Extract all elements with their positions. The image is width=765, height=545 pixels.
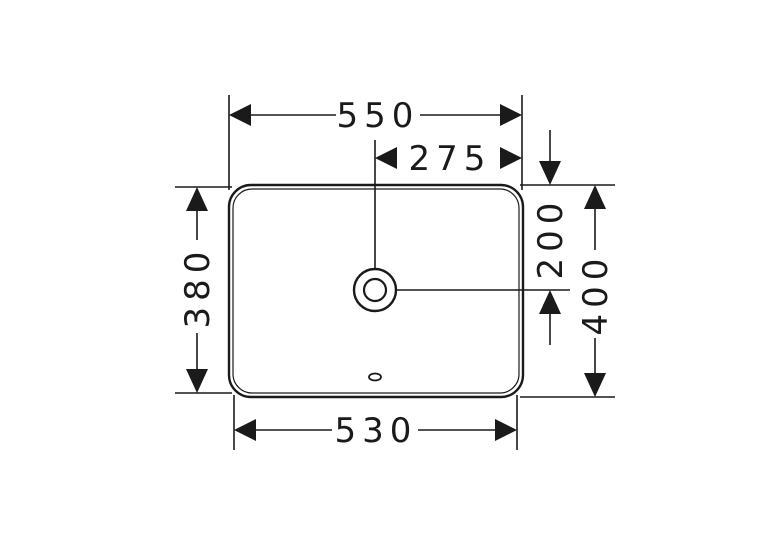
arrow-400-top (584, 185, 606, 209)
dim-label-550: 550 (337, 96, 420, 136)
dimension-top-width: 550 (229, 96, 522, 136)
arrow-200-bottom (539, 290, 561, 314)
basin (227, 183, 525, 399)
dim-label-380: 380 (178, 246, 218, 329)
arrow-400-bottom (584, 373, 606, 397)
dim-label-200: 200 (531, 197, 571, 280)
arrow-380-bottom (186, 369, 208, 393)
drain-inner-ring (362, 277, 388, 303)
dimension-drain-offset: 200 (531, 130, 571, 345)
dimension-right-depth: 400 (576, 185, 616, 397)
arrow-275-left (375, 147, 397, 169)
extension-lines (175, 95, 615, 450)
arrow-530-right (495, 419, 517, 441)
dim-label-530: 530 (335, 411, 418, 451)
dim-label-400: 400 (576, 253, 616, 336)
arrow-200-top (539, 161, 561, 185)
arrow-550-left (229, 104, 251, 126)
dimension-left-depth: 380 (178, 187, 218, 393)
overflow-slot (368, 372, 382, 382)
arrow-275-right (500, 147, 522, 169)
arrow-530-left (234, 419, 256, 441)
dim-label-275: 275 (409, 139, 492, 179)
drain-outer-ring (352, 267, 398, 313)
basin-inner-rim (232, 188, 520, 394)
arrow-380-top (186, 187, 208, 211)
dimension-center-offset: 275 (375, 139, 522, 179)
dimension-bottom-width: 530 (234, 411, 517, 451)
arrow-550-right (500, 104, 522, 126)
